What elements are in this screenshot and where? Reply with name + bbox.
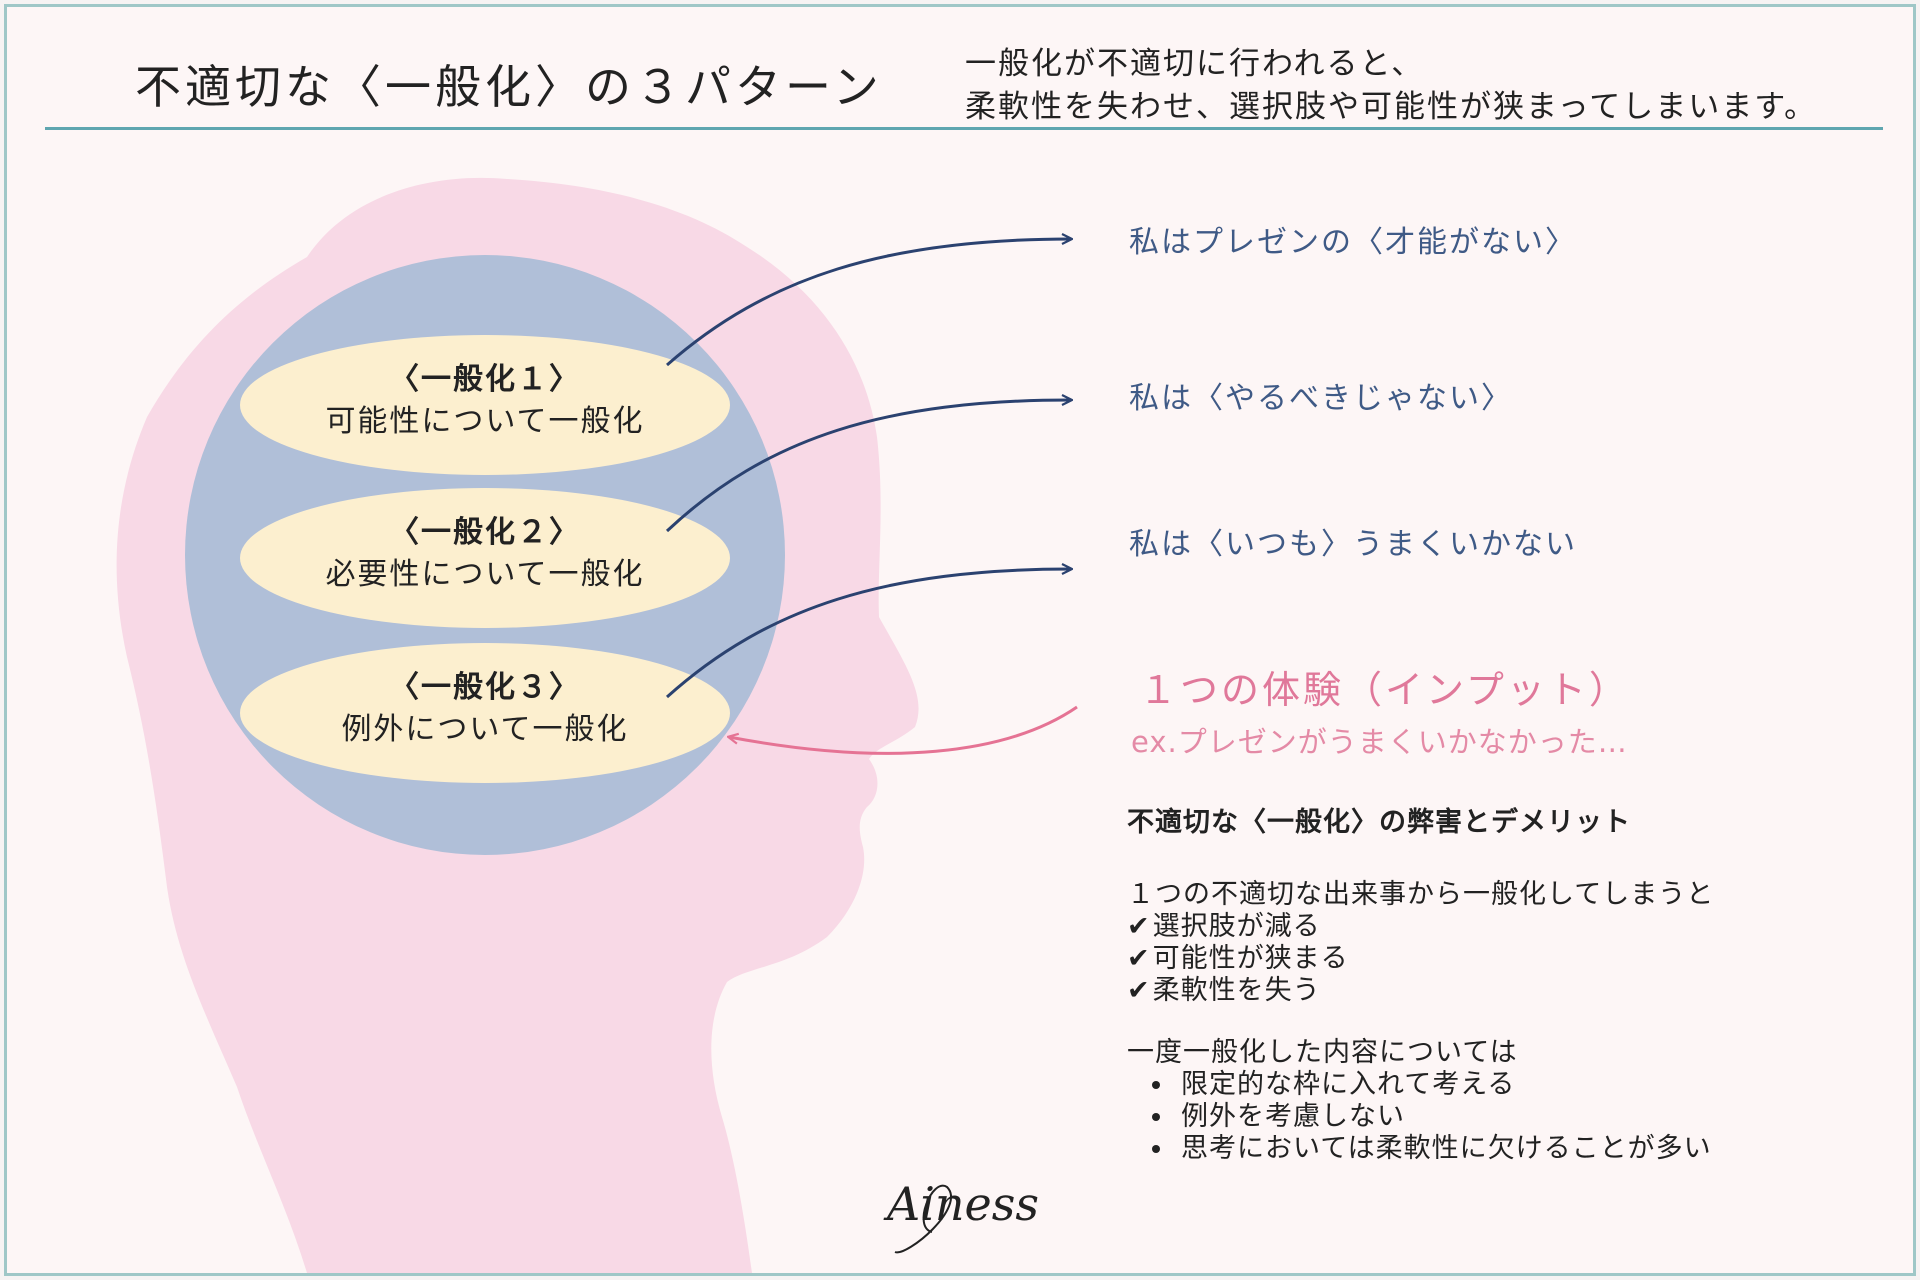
notes-intro: １つの不適切な出来事から一般化してしまうと <box>1127 879 1715 910</box>
generalization-3-text: 例外について一般化 <box>341 712 629 747</box>
generalization-2-number: 〈一般化２〉 <box>389 515 581 550</box>
bullet-item: 例外を考慮しない <box>1175 1101 1847 1133</box>
generalization-1-ellipse <box>240 335 730 475</box>
check-item: 可能性が狭まる <box>1127 943 1847 975</box>
check-item: 柔軟性を失う <box>1127 975 1847 1007</box>
generalization-1-text: 可能性について一般化 <box>325 404 645 439</box>
notes-intro-2: 一度一般化した内容については <box>1127 1037 1518 1068</box>
input-example: ex.プレゼンがうまくいかなかった… <box>1131 725 1628 759</box>
generalization-1-label: 〈一般化１〉 可能性について一般化 <box>245 359 725 443</box>
input-arrow <box>729 705 1078 755</box>
header-divider <box>45 127 1883 130</box>
checks-list: 選択肢が減る 可能性が狭まる 柔軟性を失う <box>1127 911 1847 1007</box>
generalization-2-text: 必要性について一般化 <box>325 557 645 592</box>
signature-logo: Ainess <box>887 1177 1039 1231</box>
signature-flourish <box>894 1184 952 1254</box>
bullet-item: 思考においては柔軟性に欠けることが多い <box>1175 1133 1847 1165</box>
result-1: 私はプレゼンの〈才能がない〉 <box>1129 225 1577 260</box>
generalization-2-label: 〈一般化２〉 必要性について一般化 <box>245 512 725 596</box>
notes-heading: 不適切な〈一般化〉の弊害とデメリット <box>1127 807 1631 838</box>
generalization-1-number: 〈一般化１〉 <box>389 362 581 397</box>
bullets-list: 限定的な枠に入れて考える 例外を考慮しない 思考においては柔軟性に欠けることが多… <box>1127 1069 1847 1165</box>
arrow-to-result-2 <box>665 400 1071 533</box>
arrow-to-result-3 <box>665 569 1071 699</box>
subtitle-line-1: 一般化が不適切に行われると、 <box>965 46 1425 82</box>
arrow-to-result-1 <box>666 239 1071 367</box>
generalization-3-ellipse <box>240 643 730 783</box>
subtitle-line-2: 柔軟性を失わせ、選択肢や可能性が狭まってしまいます。 <box>965 89 1818 125</box>
generalization-2-ellipse <box>240 488 730 628</box>
input-title: １つの体験（インプット） <box>1139 668 1630 712</box>
generalization-3-label: 〈一般化３〉 例外について一般化 <box>245 667 725 751</box>
page-frame: 不適切な〈一般化〉の３パターン 一般化が不適切に行われると、 柔軟性を失わせ、選… <box>4 4 1916 1276</box>
result-3: 私は〈いつも〉うまくいかない <box>1129 527 1577 562</box>
check-item: 選択肢が減る <box>1127 911 1847 943</box>
bullet-item: 限定的な枠に入れて考える <box>1175 1069 1847 1101</box>
generalization-3-number: 〈一般化３〉 <box>389 670 581 705</box>
result-2: 私は〈やるべきじゃない〉 <box>1129 381 1513 416</box>
notes-panel: 不適切な〈一般化〉の弊害とデメリット １つの不適切な出来事から一般化してしまうと… <box>1127 807 1847 1165</box>
page-title: 不適切な〈一般化〉の３パターン <box>135 60 883 114</box>
diagram-canvas <box>116 177 1078 1273</box>
page-subtitle: 一般化が不適切に行われると、 柔軟性を失わせ、選択肢や可能性が狭まってしまいます… <box>965 43 1817 129</box>
